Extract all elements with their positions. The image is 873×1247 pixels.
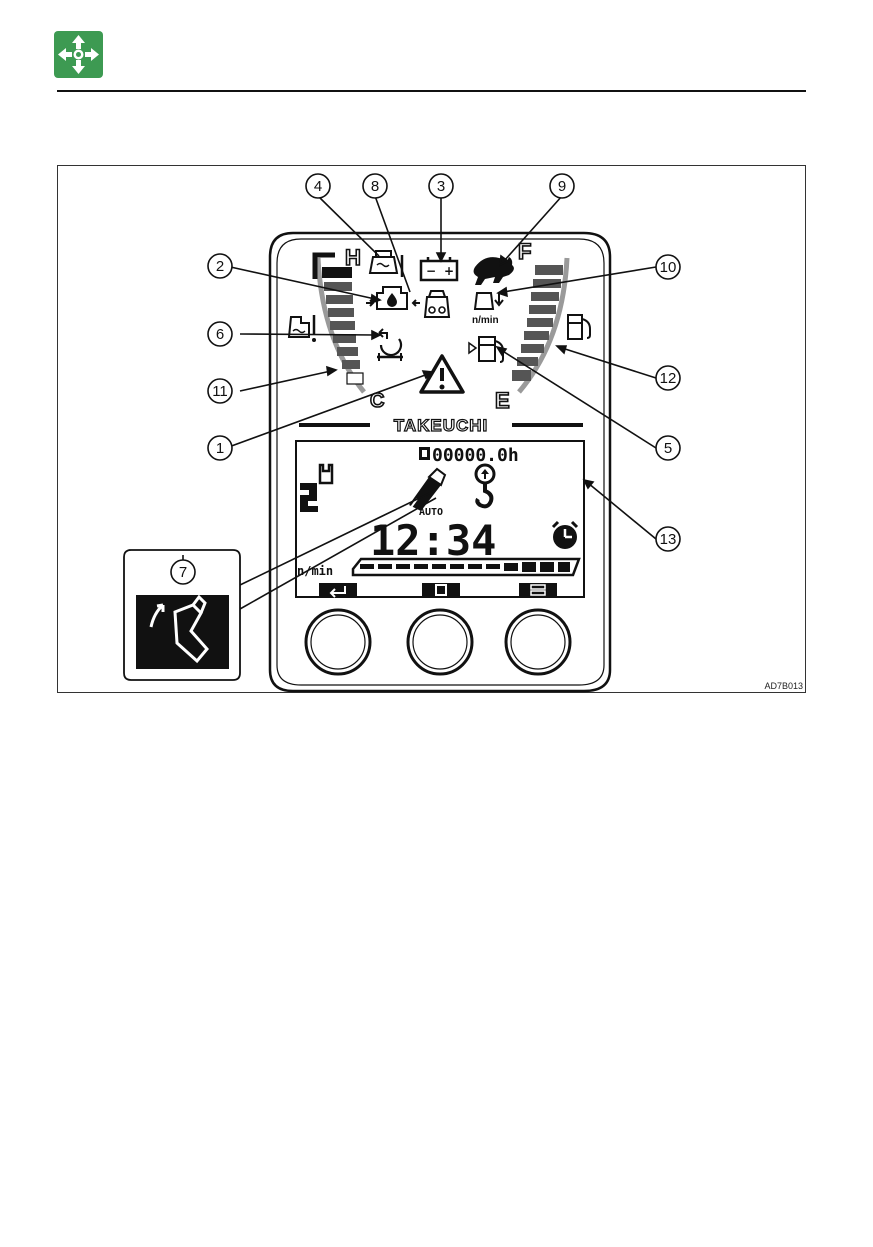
clock-display: 12:34 xyxy=(370,516,496,565)
temp-high-label: H xyxy=(345,245,361,270)
lcd-softkey-labels xyxy=(319,583,557,597)
battery-charge-icon: − + xyxy=(421,257,457,280)
fuel-empty-label: E xyxy=(495,388,510,413)
callout-9: 9 xyxy=(558,178,566,195)
callout-6: 6 xyxy=(216,326,224,343)
callout-10: 10 xyxy=(660,259,677,276)
figure-code: AD7B013 xyxy=(764,681,803,691)
callout-8: 8 xyxy=(371,178,379,195)
callout-4: 4 xyxy=(314,178,322,195)
rpm-warning-unit: n/min xyxy=(472,315,499,326)
callout-2: 2 xyxy=(216,258,224,275)
navigation-arrows-icon xyxy=(54,31,103,78)
monitor-panel-diagram: H C F E − + xyxy=(57,165,806,693)
battery-minus: − xyxy=(426,264,436,278)
hour-meter: 00000.0h xyxy=(419,445,519,466)
header-rule xyxy=(57,90,806,92)
hour-meter-value: 00000.0h xyxy=(432,445,519,466)
callout-3: 3 xyxy=(437,178,445,195)
callout-7: 7 xyxy=(179,564,187,581)
softkey-button-right[interactable] xyxy=(506,610,570,674)
battery-plus: + xyxy=(444,264,454,278)
callout-5: 5 xyxy=(664,440,672,457)
brand-logo: TAKEUCHI xyxy=(394,416,489,435)
callout-13: 13 xyxy=(660,531,677,548)
callout-11: 11 xyxy=(212,383,228,400)
engine-rpm-bargraph xyxy=(353,559,579,575)
callout-1: 1 xyxy=(216,440,224,457)
softkey-button-left[interactable] xyxy=(306,610,370,674)
softkey-button-center[interactable] xyxy=(408,610,472,674)
callout-12: 12 xyxy=(660,370,677,387)
inset-auto-lubrication-icon xyxy=(136,595,229,669)
